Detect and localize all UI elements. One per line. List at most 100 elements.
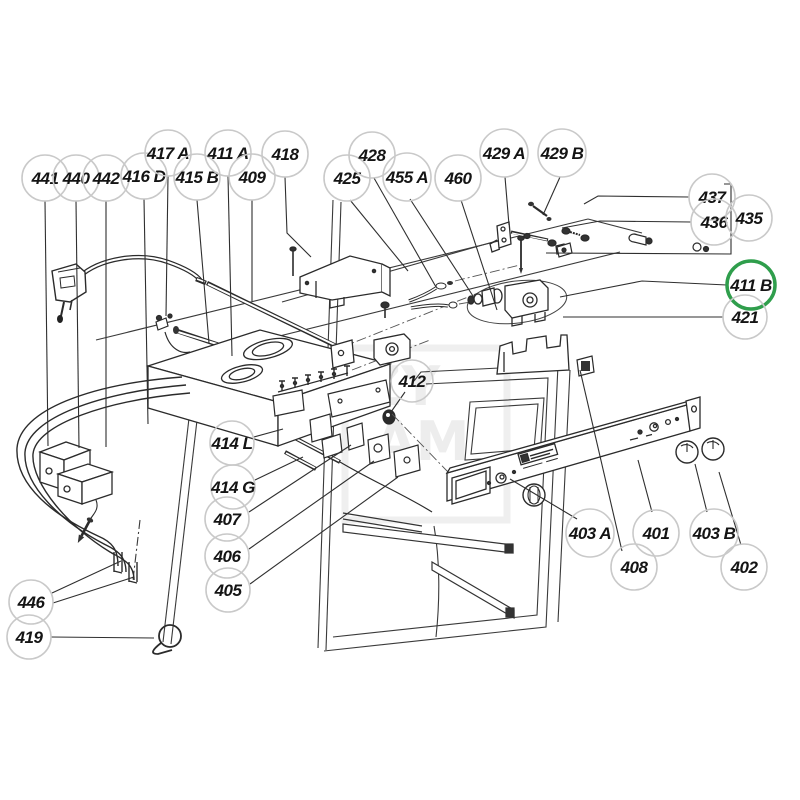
callout-419[interactable]: 419 — [6, 614, 52, 660]
callout-418[interactable]: 418 — [261, 130, 309, 178]
part-circle[interactable] — [722, 294, 768, 340]
small-fasteners — [556, 227, 710, 258]
leader-line-418 — [284, 176, 312, 258]
callout-407[interactable]: 407 — [204, 496, 250, 542]
part-number-label: 425 — [333, 169, 362, 188]
callout-442[interactable]: 442 — [82, 154, 130, 202]
callout-412[interactable]: 412 — [390, 359, 434, 403]
part-circle[interactable] — [8, 579, 54, 625]
part-circle[interactable] — [204, 533, 250, 579]
callout-403A[interactable]: 403 A — [565, 508, 615, 558]
part-circle[interactable] — [144, 129, 192, 177]
callout-455A[interactable]: 455 A — [382, 152, 432, 202]
part-number-label: 402 — [730, 558, 759, 577]
part-number-label: 429 B — [540, 144, 584, 163]
callout-428[interactable]: 428 — [348, 131, 396, 179]
callout-435[interactable]: 435 — [725, 194, 773, 242]
part-circle[interactable] — [688, 173, 736, 221]
callout-421[interactable]: 421 — [722, 294, 768, 340]
part-number-label: 446 — [17, 593, 46, 612]
callout-402[interactable]: 402 — [720, 543, 768, 591]
gas-valve-assembly — [466, 235, 568, 327]
part-circle[interactable] — [205, 567, 251, 613]
screw-fasteners — [528, 201, 552, 221]
callout-411B[interactable]: 411 B — [725, 259, 777, 311]
leader-line-417A — [165, 175, 169, 317]
part-number-label: 436 — [700, 213, 729, 232]
part-circle[interactable] — [565, 508, 615, 558]
part-circle[interactable] — [173, 153, 221, 201]
part-circle[interactable] — [434, 154, 482, 202]
callout-437[interactable]: 437 — [688, 173, 736, 221]
part-number-label: 405 — [214, 581, 243, 600]
part-circle[interactable] — [52, 154, 100, 202]
pipe-end — [113, 552, 123, 574]
leader-line-419 — [50, 636, 155, 639]
leader-line-401 — [637, 459, 653, 513]
part-circle[interactable] — [690, 198, 738, 246]
callout-429B[interactable]: 429 B — [537, 128, 587, 178]
callout-406[interactable]: 406 — [204, 533, 250, 579]
leader-line-429A — [504, 176, 510, 226]
part-circle[interactable] — [610, 543, 658, 591]
part-circle[interactable] — [204, 129, 252, 177]
control-panel — [445, 396, 701, 505]
part-circle[interactable] — [204, 496, 250, 542]
leader-line-414L — [253, 428, 284, 438]
shelf-rails — [342, 512, 515, 620]
callout-446[interactable]: 446 — [8, 579, 54, 625]
part-circle[interactable] — [632, 509, 680, 557]
leader-line-437 — [583, 195, 690, 205]
part-circle[interactable] — [725, 194, 773, 242]
part-circle[interactable] — [390, 359, 434, 403]
part-circle[interactable] — [382, 152, 432, 202]
callout-408[interactable]: 408 — [610, 543, 658, 591]
part-number-label: 409 — [238, 168, 267, 187]
part-circle[interactable] — [228, 153, 276, 201]
part-number-label: 455 A — [385, 168, 428, 187]
part-circle[interactable] — [479, 128, 529, 178]
part-circle[interactable] — [21, 154, 69, 202]
leader-line-412 — [390, 391, 406, 413]
lever-bracket — [489, 221, 566, 255]
part-number-label: 401 — [642, 524, 670, 543]
part-number-label: 416 D — [122, 167, 166, 186]
callout-441[interactable]: 441 — [21, 154, 69, 202]
callout-429A[interactable]: 429 A — [479, 128, 529, 178]
callout-414G[interactable]: 414 G — [210, 464, 256, 510]
callout-403B[interactable]: 403 B — [689, 508, 739, 558]
part-number-label: 403 B — [692, 524, 736, 543]
callout-417A[interactable]: 417 A — [144, 129, 192, 177]
part-circle[interactable] — [689, 508, 739, 558]
callout-436[interactable]: 436 — [690, 198, 738, 246]
part-circle[interactable] — [210, 464, 256, 510]
part-circle[interactable] — [261, 130, 309, 178]
part-number-label: 417 A — [146, 144, 189, 163]
part-number-label: 418 — [271, 145, 300, 164]
leader-line-414G — [254, 456, 304, 481]
part-number-label: 412 — [398, 372, 427, 391]
part-number-label: 435 — [735, 209, 764, 228]
callout-405[interactable]: 405 — [205, 567, 251, 613]
thermocouple-rod — [206, 280, 479, 350]
part-circle[interactable] — [6, 614, 52, 660]
part-number-label: 441 — [31, 169, 59, 188]
part-number-label: 406 — [213, 547, 242, 566]
knob — [522, 483, 546, 507]
part-circle[interactable] — [720, 543, 768, 591]
leader-line-425 — [349, 199, 409, 272]
leader-line-460 — [460, 199, 498, 311]
callout-415B[interactable]: 415 B — [173, 153, 221, 201]
callout-460[interactable]: 460 — [434, 154, 482, 202]
part-circle[interactable] — [348, 131, 396, 179]
leader-line-429B — [542, 176, 561, 216]
part-number-label: 407 — [213, 510, 243, 529]
vent-bracket — [496, 334, 570, 375]
part-number-label: 460 — [444, 169, 473, 188]
callout-401[interactable]: 401 — [632, 509, 680, 557]
part-circle[interactable] — [537, 128, 587, 178]
highlighted-part-circle[interactable] — [725, 259, 777, 311]
callout-409[interactable]: 409 — [228, 153, 276, 201]
part-circle[interactable] — [82, 154, 130, 202]
